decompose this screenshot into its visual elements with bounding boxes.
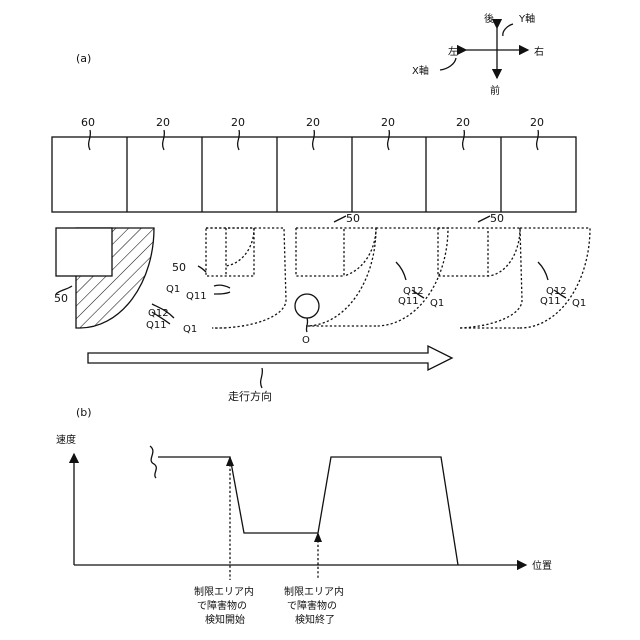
machine-left-50-label: 50 (54, 292, 68, 305)
machine-left-q12-label: Q12 (148, 308, 169, 319)
annotation-end-line2: で障害物の (287, 599, 337, 612)
unit-label-20-c: 20 (306, 116, 320, 129)
machine-mid-q1-label: Q1 (166, 284, 180, 295)
unit-label-20-d: 20 (381, 116, 395, 129)
machine-right: 50 Q12 Q11 Q1 (438, 212, 590, 328)
annotation-end-line3: 検知終了 (295, 613, 335, 626)
annotation-start-line2: で障害物の (197, 599, 247, 612)
unit-label-60: 60 (81, 116, 95, 129)
machine-mid-q11b-label: Q11 (398, 296, 419, 307)
unit-label-20-b: 20 (231, 116, 245, 129)
obstacle (295, 294, 319, 318)
compass-left-label: 左 (448, 45, 458, 58)
annotation-start-line1: 制限エリア内 (194, 585, 254, 598)
compass-y-axis-label: Y軸 (518, 12, 535, 25)
machine-middle: 50 50 Q1 Q11 Q12 Q11 Q1 O (166, 212, 448, 346)
compass-x-axis-label: X軸 (412, 64, 429, 77)
annotation-start-line3: 検知開始 (205, 613, 245, 626)
graph-ylabel: 速度 (56, 433, 76, 446)
compass-back-label: 後 (484, 12, 494, 25)
machine-mid-q1b-label: Q1 (430, 298, 444, 309)
speed-graph: 速度 位置 制限エリア内 で障害物の 検知開始 制限エリア内 で障害物の 検知終… (56, 433, 552, 626)
compass-front-label: 前 (490, 84, 500, 97)
unit-label-20-f: 20 (530, 116, 544, 129)
graph-xlabel: 位置 (532, 559, 552, 572)
unit-label-20-e: 20 (456, 116, 470, 129)
machine-right-50-label: 50 (490, 212, 504, 225)
unit-row: 60 20 20 20 20 20 20 (52, 116, 576, 212)
travel-direction-arrow: 走行方向 (88, 346, 452, 403)
machine-left-q11-label: Q11 (146, 320, 167, 331)
unit-label-20-a: 20 (156, 116, 170, 129)
machine-mid-q11-label: Q11 (186, 291, 207, 302)
machine-right-q11-label: Q11 (540, 296, 561, 307)
machine-left-q1-label: Q1 (183, 324, 197, 335)
annotation-end-line1: 制限エリア内 (284, 585, 344, 598)
travel-direction-label: 走行方向 (228, 389, 272, 403)
obstacle-label: O (302, 335, 310, 346)
panel-b-label: (b) (76, 406, 92, 419)
speed-profile-line (158, 457, 458, 565)
machine-right-q1-label: Q1 (572, 298, 586, 309)
machine-mid-50-top-label: 50 (346, 212, 360, 225)
compass: 後 Y軸 左 右 X軸 前 (412, 12, 544, 97)
compass-right-label: 右 (534, 45, 544, 58)
panel-a-label: (a) (76, 52, 91, 65)
machine-mid-50-left-label: 50 (172, 261, 186, 274)
machine-left: 50 Q12 Q11 Q1 (54, 228, 197, 335)
